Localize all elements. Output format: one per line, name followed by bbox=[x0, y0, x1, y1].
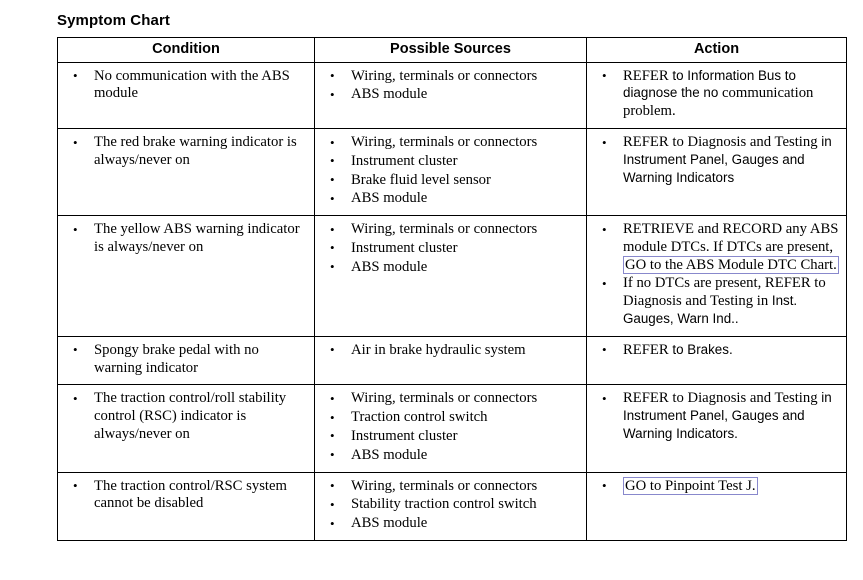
cell-possible-sources: Air in brake hydraulic system bbox=[314, 335, 587, 386]
header-row: Condition Possible Sources Action bbox=[57, 37, 847, 63]
list-item: If no DTCs are present, REFER to Diagnos… bbox=[593, 275, 840, 328]
cell-possible-sources: Wiring, terminals or connectorsABS modul… bbox=[314, 61, 587, 130]
cell-action: RETRIEVE and RECORD any ABS module DTCs.… bbox=[586, 215, 847, 337]
list-item: The traction control/RSC system cannot b… bbox=[64, 477, 308, 514]
list-item: GO to Pinpoint Test J. bbox=[593, 476, 840, 496]
column-header-action: Action bbox=[586, 37, 847, 63]
text-run: RETRIEVE and RECORD any ABS module DTCs.… bbox=[623, 221, 839, 255]
list-item: ABS module bbox=[321, 258, 580, 277]
list-item: Wiring, terminals or connectors bbox=[321, 221, 580, 239]
text-run: REFER bbox=[623, 341, 673, 358]
action-list: GO to Pinpoint Test J. bbox=[587, 473, 846, 503]
table-row: The traction control/RSC system cannot b… bbox=[57, 471, 847, 541]
cross-reference-link[interactable]: GO to the ABS Module DTC Chart. bbox=[623, 255, 839, 274]
action-list: REFER to Information Bus to diagnose the… bbox=[587, 63, 846, 128]
cell-action: REFER to Information Bus to diagnose the… bbox=[586, 61, 847, 130]
text-run: communication problem. bbox=[623, 85, 814, 120]
condition-list: The traction control/roll stability cont… bbox=[58, 385, 314, 450]
list-item: REFER to Diagnosis and Testing in Instru… bbox=[593, 390, 840, 443]
cross-reference-link[interactable]: GO to Pinpoint Test J. bbox=[623, 476, 758, 495]
list-item: Traction control switch bbox=[321, 409, 580, 427]
list-item: Stability traction control switch bbox=[321, 496, 580, 514]
text-run: to Information Bus to diagnose the no bbox=[623, 67, 796, 101]
text-run: REFER to Diagnosis and Testing bbox=[623, 390, 822, 407]
list-item: The yellow ABS warning indicator is alwa… bbox=[64, 221, 308, 257]
table-body: No communication with the ABS moduleWiri… bbox=[57, 61, 847, 541]
list-item: ABS module bbox=[321, 190, 580, 208]
symptom-chart-table: Condition Possible Sources Action No com… bbox=[57, 37, 847, 541]
cell-condition: The yellow ABS warning indicator is alwa… bbox=[57, 215, 315, 337]
action-list: REFER to Brakes. bbox=[587, 337, 846, 367]
cell-possible-sources: Wiring, terminals or connectorsStability… bbox=[314, 471, 587, 541]
list-item: Wiring, terminals or connectors bbox=[321, 134, 580, 152]
table-header: Condition Possible Sources Action bbox=[57, 37, 847, 63]
text-run: to Brakes. bbox=[672, 341, 733, 357]
table-row: Spongy brake pedal with no warning indic… bbox=[57, 335, 847, 386]
list-item: Instrument cluster bbox=[321, 239, 580, 258]
list-item: The traction control/roll stability cont… bbox=[64, 390, 308, 443]
cell-condition: The traction control/RSC system cannot b… bbox=[57, 471, 315, 541]
list-item: Air in brake hydraulic system bbox=[321, 341, 580, 360]
page-title: Symptom Chart bbox=[57, 12, 170, 29]
cell-condition: No communication with the ABS module bbox=[57, 61, 315, 130]
cell-condition: The red brake warning indicator is alway… bbox=[57, 128, 315, 217]
text-run: in Instrument Panel, Gauges and Warning … bbox=[623, 390, 832, 441]
cell-action: REFER to Diagnosis and Testing in Instru… bbox=[586, 384, 847, 473]
action-list: REFER to Diagnosis and Testing in Instru… bbox=[587, 385, 846, 450]
table-row: The red brake warning indicator is alway… bbox=[57, 128, 847, 217]
cell-action: REFER to Brakes. bbox=[586, 335, 847, 386]
sources-list: Wiring, terminals or connectorsTraction … bbox=[315, 385, 586, 471]
list-item: Instrument cluster bbox=[321, 152, 580, 171]
list-item: No communication with the ABS module bbox=[64, 67, 308, 104]
cell-possible-sources: Wiring, terminals or connectorsInstrumen… bbox=[314, 128, 587, 217]
list-item: Wiring, terminals or connectors bbox=[321, 477, 580, 496]
action-list: RETRIEVE and RECORD any ABS module DTCs.… bbox=[587, 216, 846, 336]
cell-condition: The traction control/roll stability cont… bbox=[57, 384, 315, 473]
condition-list: The red brake warning indicator is alway… bbox=[58, 129, 314, 177]
table-row: The yellow ABS warning indicator is alwa… bbox=[57, 215, 847, 337]
cell-possible-sources: Wiring, terminals or connectorsInstrumen… bbox=[314, 215, 587, 337]
list-item: ABS module bbox=[321, 515, 580, 533]
list-item: Brake fluid level sensor bbox=[321, 171, 580, 190]
list-item: ABS module bbox=[321, 446, 580, 465]
list-item: Instrument cluster bbox=[321, 427, 580, 446]
sources-list: Wiring, terminals or connectorsStability… bbox=[315, 473, 586, 540]
column-header-condition: Condition bbox=[57, 37, 315, 63]
symptom-chart-container: Condition Possible Sources Action No com… bbox=[57, 37, 847, 541]
column-header-possible-sources: Possible Sources bbox=[314, 37, 587, 63]
list-item: ABS module bbox=[321, 86, 580, 104]
sources-list: Wiring, terminals or connectorsInstrumen… bbox=[315, 216, 586, 283]
condition-list: Spongy brake pedal with no warning indic… bbox=[58, 337, 314, 385]
list-item: Spongy brake pedal with no warning indic… bbox=[64, 341, 308, 378]
table-row: No communication with the ABS moduleWiri… bbox=[57, 61, 847, 130]
cell-action: REFER to Diagnosis and Testing in Instru… bbox=[586, 128, 847, 217]
table-row: The traction control/roll stability cont… bbox=[57, 384, 847, 473]
text-run: If no DTCs are present, REFER to Diagnos… bbox=[623, 275, 826, 310]
list-item: Wiring, terminals or connectors bbox=[321, 67, 580, 86]
list-item: The red brake warning indicator is alway… bbox=[64, 134, 308, 170]
cell-action: GO to Pinpoint Test J. bbox=[586, 471, 847, 541]
text-run: in Instrument Panel, Gauges and Warning … bbox=[623, 134, 832, 185]
action-list: REFER to Diagnosis and Testing in Instru… bbox=[587, 129, 846, 194]
condition-list: The yellow ABS warning indicator is alwa… bbox=[58, 216, 314, 264]
sources-list: Air in brake hydraulic system bbox=[315, 337, 586, 367]
sources-list: Wiring, terminals or connectorsABS modul… bbox=[315, 63, 586, 112]
sources-list: Wiring, terminals or connectorsInstrumen… bbox=[315, 129, 586, 215]
list-item: REFER to Information Bus to diagnose the… bbox=[593, 67, 840, 121]
list-item: REFER to Diagnosis and Testing in Instru… bbox=[593, 134, 840, 187]
condition-list: The traction control/RSC system cannot b… bbox=[58, 473, 314, 521]
list-item: REFER to Brakes. bbox=[593, 341, 840, 360]
text-run: REFER to Diagnosis and Testing bbox=[623, 134, 822, 151]
cell-possible-sources: Wiring, terminals or connectorsTraction … bbox=[314, 384, 587, 473]
condition-list: No communication with the ABS module bbox=[58, 63, 314, 111]
cell-condition: Spongy brake pedal with no warning indic… bbox=[57, 335, 315, 386]
text-run: Inst. Gauges, Warn Ind.. bbox=[623, 293, 798, 327]
list-item: Wiring, terminals or connectors bbox=[321, 390, 580, 408]
list-item: RETRIEVE and RECORD any ABS module DTCs.… bbox=[593, 221, 840, 274]
text-run: REFER bbox=[623, 67, 673, 84]
